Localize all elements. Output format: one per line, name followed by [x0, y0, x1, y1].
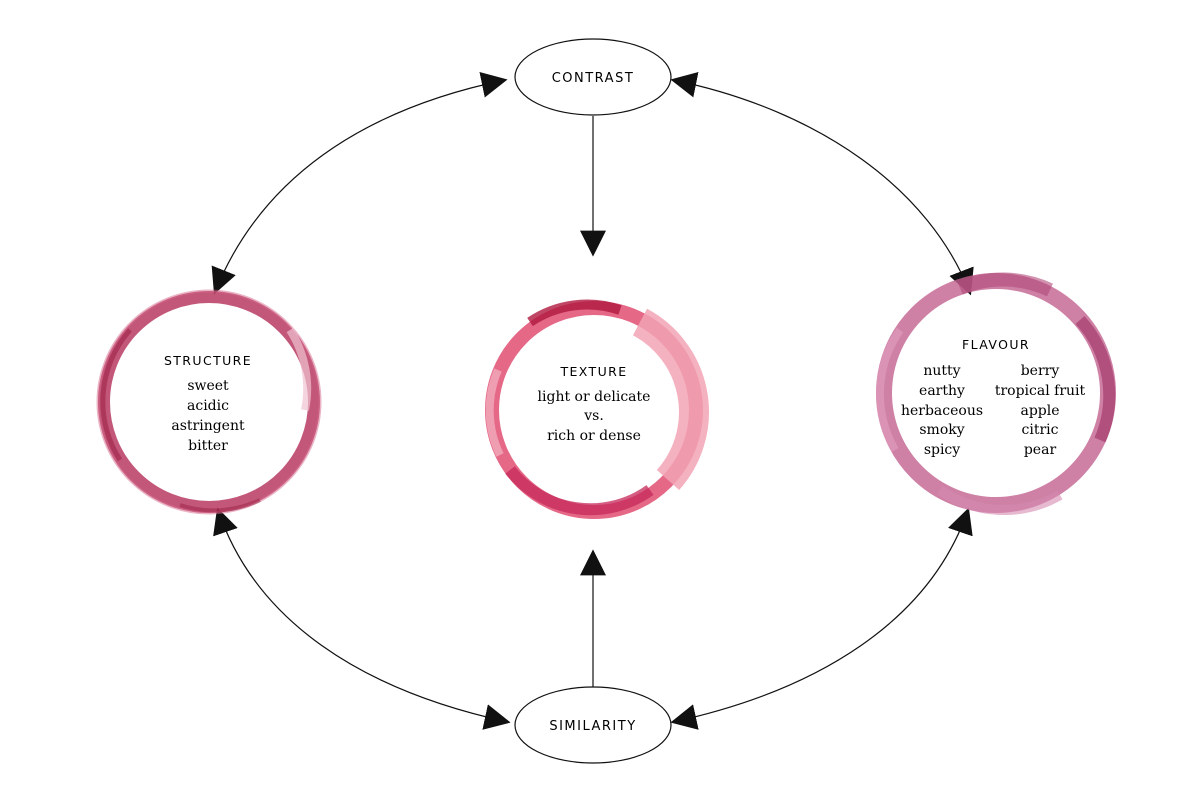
flavour-item: berry: [1021, 363, 1060, 379]
similarity-node: SIMILARITY: [514, 686, 672, 764]
flavour-item: earthy: [919, 383, 965, 399]
flavour-item: apple: [1020, 403, 1059, 419]
structure-items: sweet acidic astringent bitter: [171, 378, 245, 454]
structure-item: sweet: [187, 378, 229, 394]
flavour-left-items: nutty earthy herbaceous smoky spicy: [901, 363, 983, 458]
flavour-item: citric: [1022, 422, 1059, 438]
texture-line: vs.: [583, 408, 604, 424]
contrast-node: CONTRAST: [514, 38, 672, 116]
flavour-ring: [875, 272, 1116, 516]
contrast-label: CONTRAST: [552, 71, 635, 86]
flavour-item: spicy: [924, 442, 960, 458]
arrow-contrast-structure: [211, 72, 508, 295]
texture-title: TEXTURE: [559, 364, 627, 379]
arrow-similarity-flavour: [670, 507, 973, 730]
texture-line: light or delicate: [538, 389, 651, 405]
flavour-title: FLAVOUR: [962, 337, 1030, 352]
texture-lines: light or delicate vs. rich or dense: [538, 389, 651, 444]
flavour-item: smoky: [919, 422, 964, 438]
structure-ring: [96, 289, 322, 515]
flavour-item: tropical fruit: [995, 383, 1086, 399]
texture-line: rich or dense: [547, 428, 641, 444]
structure-title: STRUCTURE: [164, 353, 252, 368]
texture-ring: [485, 299, 709, 519]
structure-item: astringent: [171, 418, 245, 434]
flavour-right-items: berry tropical fruit apple citric pear: [995, 363, 1086, 458]
structure-item: bitter: [188, 438, 228, 454]
flavour-item: nutty: [923, 363, 960, 379]
arrow-similarity-structure: [213, 507, 511, 730]
structure-item: acidic: [187, 398, 229, 414]
flavour-item: herbaceous: [901, 403, 983, 419]
arrow-contrast-flavour: [670, 71, 974, 296]
flavour-item: pear: [1024, 442, 1057, 458]
similarity-label: SIMILARITY: [549, 719, 636, 734]
